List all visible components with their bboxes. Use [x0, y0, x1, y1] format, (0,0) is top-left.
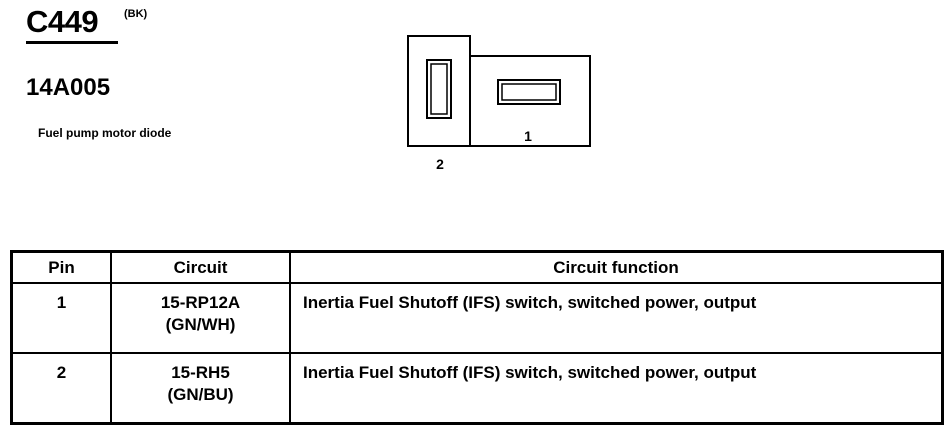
pin-label-2: 2 [436, 156, 444, 172]
table-row: 2 15-RH5 (GN/BU) Inertia Fuel Shutoff (I… [10, 352, 944, 425]
connector-id-underline [26, 41, 118, 44]
circuit-function-cell: Inertia Fuel Shutoff (IFS) switch, switc… [289, 352, 944, 425]
pin-label-1: 1 [524, 128, 532, 144]
header-pin: Pin [10, 250, 112, 284]
part-number: 14A005 [26, 74, 111, 101]
header-circuit: Circuit [110, 250, 291, 284]
part-description: Fuel pump motor diode [38, 126, 172, 140]
pin-cell: 2 [10, 352, 112, 425]
circuit-wire-color: (GN/WH) [165, 315, 236, 334]
pin-cavity-1 [497, 79, 561, 105]
pinout-table: Pin Circuit Circuit function 1 15-RP12A … [10, 250, 944, 425]
circuit-code: 15-RP12A [160, 293, 241, 312]
header-circuit-function: Circuit function [289, 250, 944, 284]
table-row: 1 15-RP12A (GN/WH) Inertia Fuel Shutoff … [10, 282, 944, 354]
connector-id: C449 [26, 4, 99, 39]
connector-housing-left [407, 35, 471, 147]
pin-cavity-2 [426, 59, 452, 119]
circuit-cell: 15-RP12A (GN/WH) [110, 282, 291, 354]
pin-cell: 1 [10, 282, 112, 354]
circuit-code: 15-RH5 [171, 363, 230, 382]
connector-face-diagram: 1 2 [407, 35, 591, 172]
table-header-row: Pin Circuit Circuit function [10, 250, 944, 284]
connector-color-code: (BK) [124, 8, 148, 20]
circuit-wire-color: (GN/BU) [167, 385, 234, 404]
connector-housing-right [469, 55, 591, 147]
circuit-cell: 15-RH5 (GN/BU) [110, 352, 291, 425]
circuit-function-cell: Inertia Fuel Shutoff (IFS) switch, switc… [289, 282, 944, 354]
